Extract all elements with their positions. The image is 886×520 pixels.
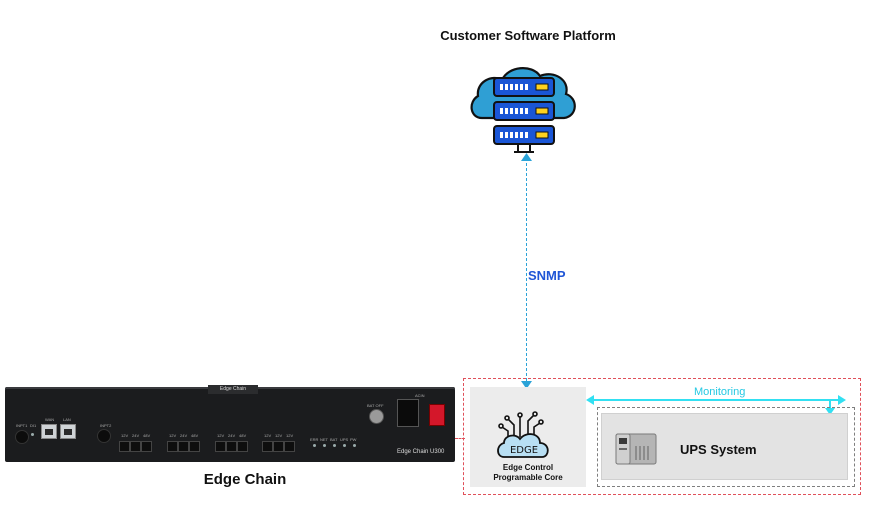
- snmp-arrow-down-icon: [521, 381, 532, 389]
- led-label: ERR: [310, 437, 319, 442]
- snmp-label: SNMP: [528, 268, 566, 283]
- terminal-block: [189, 441, 200, 452]
- wan-label: WAN: [45, 417, 55, 422]
- di1-label: DI1: [30, 423, 37, 428]
- input1-knob: [15, 430, 29, 444]
- led-label: BAT: [330, 437, 338, 442]
- terminal-block: [262, 441, 273, 452]
- ac-inlet: [397, 399, 419, 427]
- led-label: UPS: [340, 437, 349, 442]
- monitoring-arrow-right-icon: [838, 395, 846, 405]
- edge-logo-text: EDGE: [510, 445, 538, 456]
- terminal-block: [119, 441, 130, 452]
- device-model-label: Edge Chain U300: [397, 449, 445, 455]
- terminal-label: 48V: [239, 433, 247, 438]
- status-led: [333, 444, 336, 447]
- terminal-label: 24V: [228, 433, 236, 438]
- monitoring-vertical-line: [829, 399, 831, 411]
- terminal-label: 12V: [217, 433, 225, 438]
- system-boundary: [463, 378, 861, 495]
- lan-port: [60, 424, 76, 439]
- edge-caption-line2: Programable Core: [493, 473, 563, 482]
- terminal-label: 12V: [169, 433, 177, 438]
- wan-port: [41, 424, 57, 439]
- terminal-label: 12V: [264, 433, 272, 438]
- device-connector-line: [455, 438, 465, 439]
- led-label: PW: [350, 437, 357, 442]
- terminal-label: 24V: [132, 433, 140, 438]
- monitoring-label: Monitoring: [694, 386, 746, 398]
- terminal-block: [141, 441, 152, 452]
- terminal-block: [130, 441, 141, 452]
- cloud-server-icon: [470, 67, 576, 153]
- bat-off-button: [369, 409, 384, 424]
- acin-label: ACIN: [415, 393, 425, 398]
- terminal-block: [178, 441, 189, 452]
- monitoring-arrow-left-icon: [586, 395, 594, 405]
- monitoring-arrow-down-icon: [825, 408, 835, 415]
- bat-off-label: BAT OFF: [367, 403, 384, 408]
- status-led: [353, 444, 356, 447]
- status-led: [323, 444, 326, 447]
- power-switch: [429, 404, 445, 426]
- edge-chain-device: INPT1 DI1 WAN LAN INPT2 12V 24V 48V 12V …: [5, 387, 455, 462]
- terminal-block: [273, 441, 284, 452]
- snmp-connection-line: [526, 158, 527, 386]
- terminal-label: 48V: [191, 433, 199, 438]
- di1-led: [31, 433, 34, 436]
- monitoring-line: [590, 399, 842, 401]
- terminal-block: [167, 441, 178, 452]
- terminal-block: [284, 441, 295, 452]
- input2-label: INPT2: [100, 423, 112, 428]
- lan-label: LAN: [63, 417, 71, 422]
- ups-icon: [615, 433, 657, 465]
- ups-label: UPS System: [680, 442, 757, 457]
- input2-knob: [97, 429, 111, 443]
- terminal-label: 12V: [121, 433, 129, 438]
- terminal-block: [226, 441, 237, 452]
- input1-label: INPT1: [16, 423, 28, 428]
- device-top-tag: Edge Chain: [208, 385, 258, 394]
- terminal-label: 24V: [180, 433, 188, 438]
- led-label: NET: [320, 437, 328, 442]
- edge-core-icon: EDGE: [497, 411, 549, 458]
- terminal-label: 12V: [286, 433, 294, 438]
- device-title: Edge Chain: [203, 471, 287, 488]
- status-led: [343, 444, 346, 447]
- snmp-arrow-up-icon: [521, 153, 532, 161]
- terminal-label: 48V: [143, 433, 151, 438]
- status-led: [313, 444, 316, 447]
- terminal-block: [237, 441, 248, 452]
- edge-caption-line1: Edge Control: [502, 463, 554, 472]
- platform-title: Customer Software Platform: [440, 28, 616, 43]
- ups-boundary: [597, 407, 855, 487]
- terminal-label: 12V: [275, 433, 283, 438]
- terminal-block: [215, 441, 226, 452]
